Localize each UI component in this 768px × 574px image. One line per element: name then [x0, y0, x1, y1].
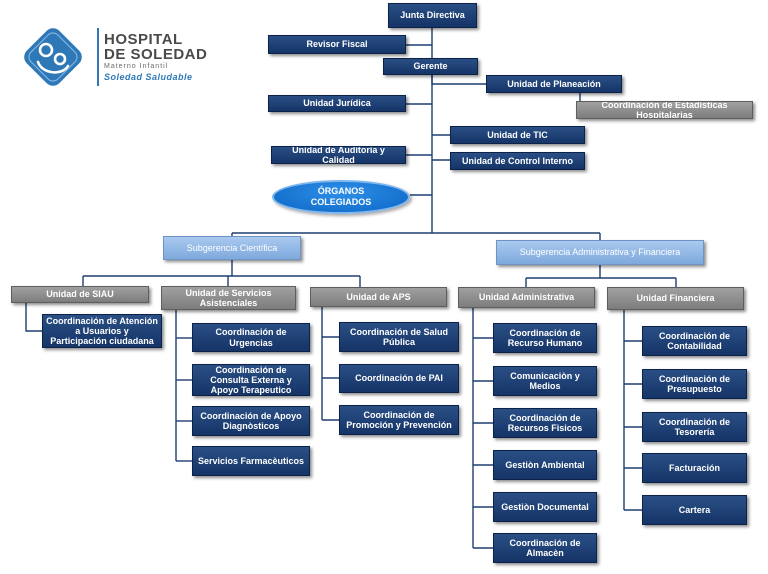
unidad-control-interno-box: Unidad de Control Interno	[450, 152, 585, 170]
coordinacion-apoyo-diagnosticos-box: Coordinación de Apoyo Diagnòsticos	[192, 406, 310, 436]
cartera-box: Cartera	[642, 495, 747, 525]
coordinacion-promocion-prevencion-box: Coordinación de Promoción y Prevención	[339, 405, 459, 435]
gerente-box: Gerente	[383, 58, 478, 75]
unidad-administrativa-box: Unidad Administrativa	[458, 287, 595, 308]
unidad-servicios-asistenciales-box: Unidad de Servicios Asistenciales	[161, 286, 296, 310]
coordinacion-tesoreria-box: Coordinación de Tesorería	[642, 412, 747, 442]
unidad-planeacion-box: Unidad de Planeación	[486, 75, 622, 93]
logo-text: HOSPITAL DE SOLEDAD Materno Infantil Sol…	[104, 32, 207, 83]
organos-colegiados-oval: ÓRGANOS COLEGIADOS	[272, 180, 410, 214]
coordinacion-contabilidad-box: Coordinación de Contabilidad	[642, 326, 747, 356]
coordinacion-estadisticas-box: Coordinación de Estadísticas Hospitalari…	[576, 101, 753, 119]
gestion-ambiental-box: Gestiòn Ambiental	[493, 450, 597, 480]
logo-line-3: Materno Infantil	[104, 63, 169, 70]
coordinacion-consulta-externa-box: Coordinación de Consulta Externa y Apoyo…	[192, 364, 310, 396]
coordinacion-almacen-box: Coordinación de Almacèn	[493, 533, 597, 563]
unidad-juridica-box: Unidad Jurídica	[268, 95, 406, 112]
facturacion-box: Facturación	[642, 453, 747, 483]
unidad-siau-box: Unidad de SIAU	[11, 286, 149, 303]
unidad-auditoria-calidad-box: Unidad de Auditoría y Calidad	[271, 146, 406, 164]
coordinacion-urgencias-box: Coordinación de Urgencias	[192, 323, 310, 352]
mother-child-logo-icon	[24, 28, 82, 86]
servicios-farmaceuticos-box: Servicios Farmacèuticos	[192, 446, 310, 476]
coordinacion-atencion-usuarios-box: Coordinación de Atención a Usuarios y Pa…	[42, 314, 162, 348]
unidad-aps-box: Unidad de APS	[310, 287, 447, 307]
coordinacion-recurso-humano-box: Coordinación de Recurso Humano	[493, 323, 597, 353]
coordinacion-salud-publica-box: Coordinación de Salud Pública	[339, 322, 459, 352]
subgerencia-administrativa-financiera-box: Subgerencia Administrativa y Financiera	[496, 240, 704, 265]
comunicacion-medios-box: Comunicaciòn y Medios	[493, 366, 597, 396]
revisor-fiscal-box: Revisor Fiscal	[268, 35, 406, 54]
hospital-logo: HOSPITAL DE SOLEDAD Materno Infantil Sol…	[18, 22, 218, 92]
subgerencia-cientifica-box: Subgerencia Científica	[163, 236, 301, 260]
logo-divider	[97, 28, 99, 86]
unidad-financiera-box: Unidad Financiera	[607, 287, 744, 310]
gestion-documental-box: Gestiòn Documental	[493, 492, 597, 522]
logo-line-2: DE SOLEDAD	[104, 46, 208, 63]
junta-directiva-box: Junta Directiva	[388, 3, 477, 28]
logo-line-1: HOSPITAL	[104, 31, 183, 48]
logo-line-4: Soledad Saludable	[104, 72, 193, 82]
coordinacion-presupuesto-box: Coordinación de Presupuesto	[642, 369, 747, 399]
coordinacion-pai-box: Coordinación de PAI	[339, 364, 459, 393]
coordinacion-recursos-fisicos-box: Coordinación de Recursos Fisicos	[493, 408, 597, 438]
unidad-tic-box: Unidad de TIC	[450, 126, 585, 144]
